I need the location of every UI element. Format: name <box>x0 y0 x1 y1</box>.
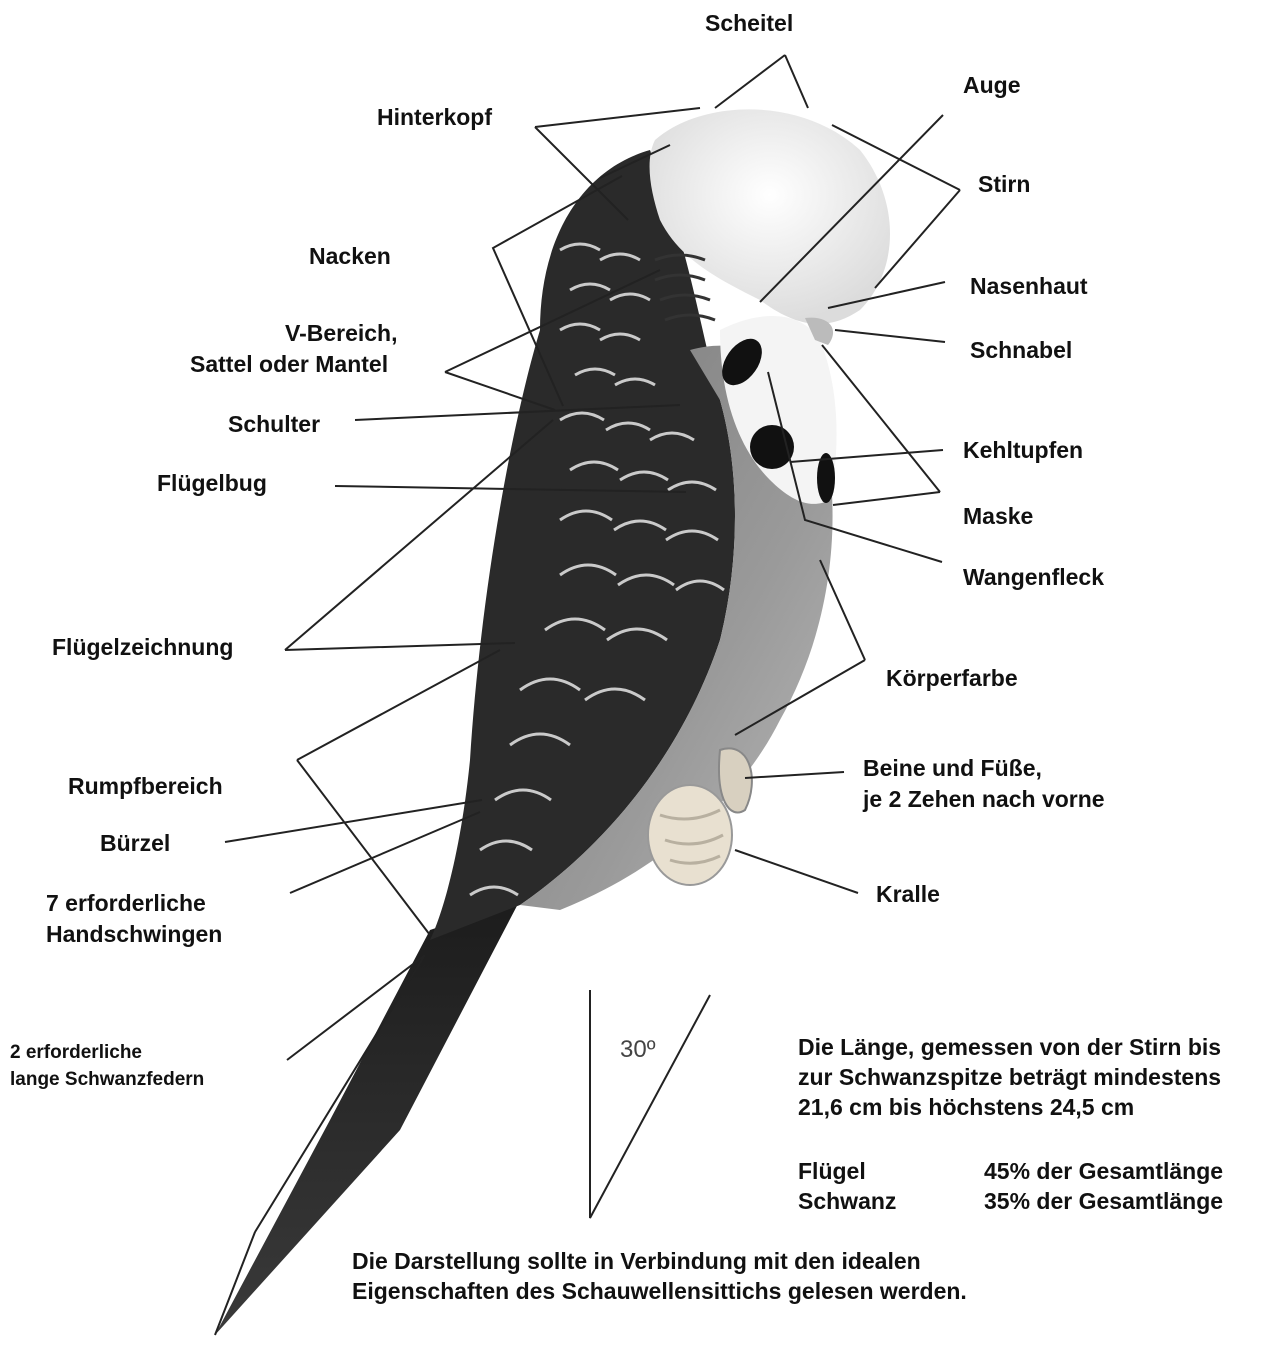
ratio-value: 35% der Gesamtlänge <box>984 1186 1223 1216</box>
ratio-part: Schwanz <box>798 1188 896 1214</box>
length-note-line: zur Schwanzspitze beträgt mindestens <box>798 1062 1221 1092</box>
label-beine-line2: je 2 Zehen nach vorne <box>863 784 1105 814</box>
label-maske: Maske <box>963 501 1033 531</box>
label-wangenfleck: Wangenfleck <box>963 562 1104 592</box>
ratio-value: 45% der Gesamtlänge <box>984 1156 1223 1186</box>
label-hinterkopf: Hinterkopf <box>377 102 492 132</box>
length-note: Die Länge, gemessen von der Stirn bis zu… <box>798 1032 1221 1122</box>
label-schwanzfedern-line2: lange Schwanzfedern <box>10 1067 204 1092</box>
label-kehltupfen: Kehltupfen <box>963 435 1083 465</box>
footer-note-line: Eigenschaften des Schauwellensittichs ge… <box>352 1276 967 1306</box>
label-auge: Auge <box>963 70 1021 100</box>
label-stirn: Stirn <box>978 169 1030 199</box>
label-kralle: Kralle <box>876 879 940 909</box>
length-note-line: 21,6 cm bis höchstens 24,5 cm <box>798 1092 1221 1122</box>
label-nacken: Nacken <box>309 241 391 271</box>
label-schnabel: Schnabel <box>970 335 1072 365</box>
bird-illustration <box>215 109 890 1335</box>
label-koerperfarbe: Körperfarbe <box>886 663 1018 693</box>
footer-note-line: Die Darstellung sollte in Verbindung mit… <box>352 1246 967 1276</box>
label-schulter: Schulter <box>228 409 320 439</box>
label-buerzel: Bürzel <box>100 828 170 858</box>
label-rumpfbereich: Rumpfbereich <box>68 771 223 801</box>
label-handschwingen-line1: 7 erforderliche <box>46 888 206 918</box>
label-v-bereich-line2: Sattel oder Mantel <box>190 349 388 379</box>
label-handschwingen-line2: Handschwingen <box>46 919 222 949</box>
ratio-row-wing: Flügel 45% der Gesamtlänge <box>798 1156 866 1186</box>
footer-note: Die Darstellung sollte in Verbindung mit… <box>352 1246 967 1306</box>
label-beine-line1: Beine und Füße, <box>863 753 1042 783</box>
feet <box>719 748 752 812</box>
label-nasenhaut: Nasenhaut <box>970 271 1088 301</box>
length-note-line: Die Länge, gemessen von der Stirn bis <box>798 1032 1221 1062</box>
ratio-part: Flügel <box>798 1158 866 1184</box>
ratio-row-tail: Schwanz 35% der Gesamtlänge <box>798 1186 896 1216</box>
label-fluegelbug: Flügelbug <box>157 468 267 498</box>
label-schwanzfedern-line1: 2 erforderliche <box>10 1040 142 1065</box>
perch <box>648 785 732 885</box>
label-fluegelzeichnung: Flügelzeichnung <box>52 632 233 662</box>
label-v-bereich-line1: V-Bereich, <box>285 318 398 348</box>
angle-label: 30º <box>620 1036 655 1064</box>
label-scheitel: Scheitel <box>705 8 793 38</box>
